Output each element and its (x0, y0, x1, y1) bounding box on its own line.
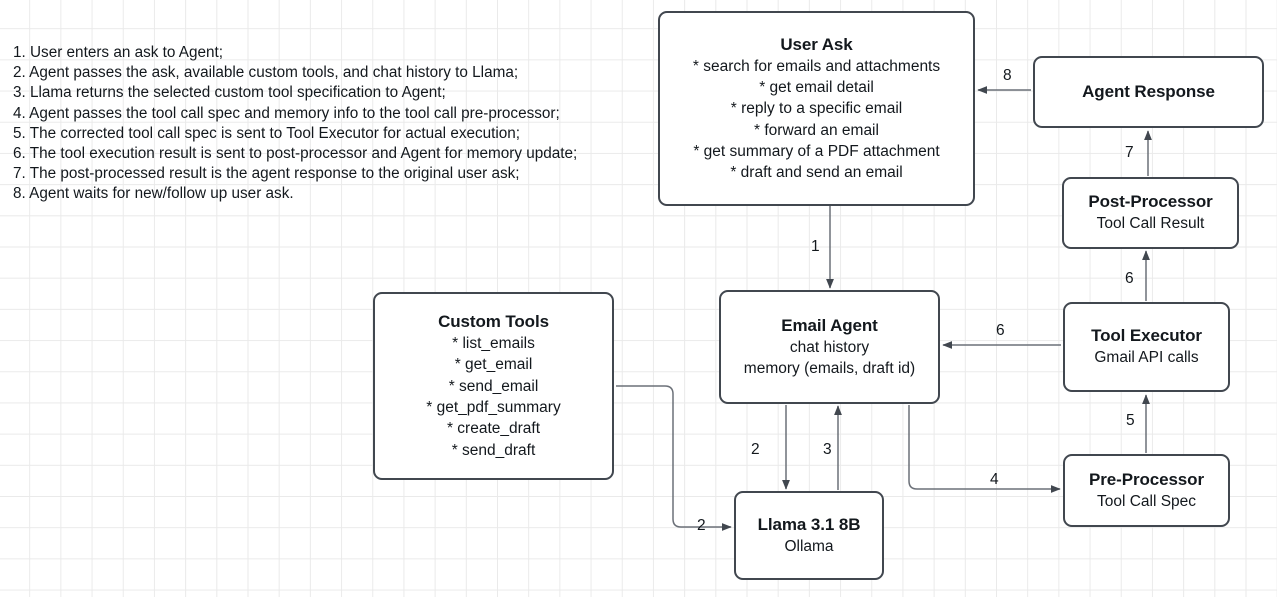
node-user-ask[interactable]: User Ask * search for emails and attachm… (658, 11, 975, 206)
node-email-agent[interactable]: Email Agent chat history memory (emails,… (719, 290, 940, 404)
node-custom-tools-item: * send_email (448, 377, 539, 395)
legend-step: 1. User enters an ask to Agent; (13, 44, 224, 61)
edge-2-custom-tools-to-llama (616, 385, 732, 531)
node-custom-tools-item: * get_email (454, 356, 533, 374)
node-user-ask-item: * draft and send an email (730, 164, 903, 182)
edge-label-3: 3 (823, 441, 832, 458)
node-custom-tools-item: * list_emails (452, 335, 535, 353)
node-pre-processor[interactable]: Pre-Processor Tool Call Spec (1063, 454, 1230, 527)
edge-label-6-executor-post: 6 (1125, 270, 1134, 287)
node-user-ask-item: * search for emails and attachments (692, 57, 941, 75)
node-user-ask-item: * forward an email (754, 121, 879, 139)
edge-label-8: 8 (1003, 67, 1012, 84)
edge-label-1: 1 (811, 238, 820, 255)
edge-label-5: 5 (1126, 412, 1135, 429)
legend-step: 7. The post-processed result is the agen… (13, 165, 520, 183)
node-post-processor-title: Post-Processor (1088, 192, 1213, 212)
node-user-ask-item: * get email detail (759, 78, 874, 96)
legend-step: 2. Agent passes the ask, available custo… (13, 64, 519, 82)
edge-label-2-tools-llama: 2 (697, 517, 706, 534)
node-post-processor-detail: Tool Call Result (1096, 215, 1205, 233)
node-llama-title: Llama 3.1 8B (757, 514, 861, 534)
edge-label-4: 4 (990, 471, 999, 488)
node-email-agent-title: Email Agent (781, 315, 878, 335)
node-custom-tools[interactable]: Custom Tools * list_emails * get_email *… (373, 292, 614, 480)
legend-steps-list: 1. User enters an ask to Agent; 2. Agent… (13, 43, 577, 205)
node-pre-processor-detail: Tool Call Spec (1096, 492, 1197, 510)
edge-label-6-executor-agent: 6 (996, 322, 1005, 339)
node-user-ask-title: User Ask (780, 34, 853, 54)
node-user-ask-item: * get summary of a PDF attachment (693, 142, 940, 160)
legend-step: 3. Llama returns the selected custom too… (13, 84, 446, 102)
node-custom-tools-item: * create_draft (446, 420, 541, 438)
node-custom-tools-title: Custom Tools (438, 312, 549, 332)
node-post-processor[interactable]: Post-Processor Tool Call Result (1062, 177, 1239, 249)
legend-step: 5. The corrected tool call spec is sent … (13, 124, 521, 142)
node-tool-executor-title: Tool Executor (1091, 326, 1202, 346)
node-agent-response-title: Agent Response (1082, 82, 1215, 101)
edge-4-email-agent-to-pre-processor (908, 405, 1061, 493)
node-agent-response[interactable]: Agent Response (1033, 56, 1264, 128)
edge-label-7: 7 (1125, 144, 1134, 161)
legend-step: 4. Agent passes the tool call spec and m… (13, 104, 560, 122)
legend-step: 8. Agent waits for new/follow up user as… (13, 185, 294, 203)
node-email-agent-detail: chat history (789, 338, 870, 356)
node-custom-tools-item: * get_pdf_summary (426, 399, 561, 416)
node-email-agent-detail: memory (emails, draft id) (743, 360, 916, 377)
node-tool-executor-detail: Gmail API calls (1094, 349, 1199, 367)
legend-step: 6. The tool execution result is sent to … (13, 144, 578, 162)
node-llama-detail: Ollama (784, 537, 834, 555)
node-user-ask-item: * reply to a specific email (730, 100, 903, 118)
node-pre-processor-title: Pre-Processor (1089, 469, 1204, 489)
edge-label-2-agent-llama: 2 (751, 441, 760, 458)
node-tool-executor[interactable]: Tool Executor Gmail API calls (1063, 302, 1230, 392)
node-custom-tools-item: * send_draft (451, 441, 536, 459)
node-llama[interactable]: Llama 3.1 8B Ollama (734, 491, 884, 580)
